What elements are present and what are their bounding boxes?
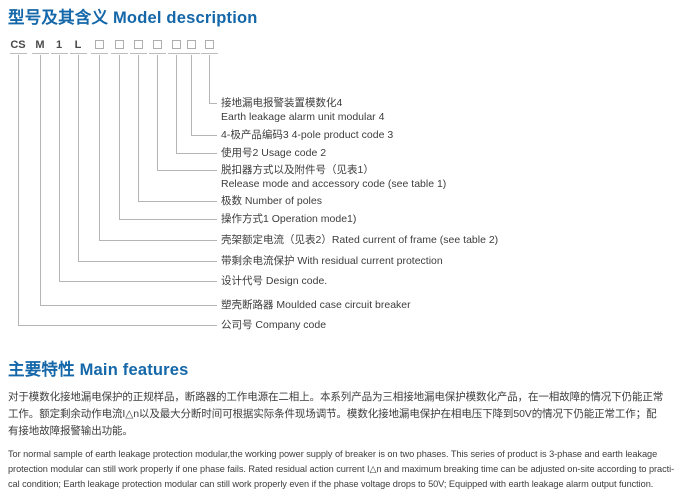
- segment-underline: [149, 53, 166, 54]
- connector-vline: [40, 55, 41, 305]
- paragraph-line: protection modular can still work proper…: [8, 464, 675, 474]
- model-code-box: [95, 40, 104, 49]
- paragraph-line: cal condition; Earth leakage protection …: [8, 479, 654, 489]
- connector-hline: [18, 325, 217, 326]
- connector-vline: [18, 55, 19, 325]
- connector-hline: [176, 153, 217, 154]
- model-label: 脱扣器方式以及附件号（见表1） Release mode and accessor…: [221, 163, 446, 191]
- model-label-line: 极数 Number of poles: [221, 195, 322, 207]
- model-code-segment: 1: [55, 39, 63, 51]
- model-label-line: 设计代号 Design code.: [221, 275, 328, 287]
- features-paragraph-en: Tor normal sample of earth leakage prote…: [8, 447, 698, 492]
- model-code-segment: CS: [10, 39, 26, 51]
- model-label-line: 壳架额定电流（见表2）Rated current of frame (see t…: [221, 234, 499, 246]
- segment-underline: [111, 53, 128, 54]
- connector-vline: [119, 55, 120, 219]
- model-label-line: 公司号 Company code: [221, 319, 327, 331]
- model-code-box: [134, 40, 143, 49]
- connector-vline: [99, 55, 100, 240]
- connector-vline: [78, 55, 79, 261]
- connector-hline: [209, 103, 217, 104]
- model-label-line: 使用号2 Usage code 2: [221, 147, 327, 159]
- connector-hline: [40, 305, 217, 306]
- section-title-main-features: 主要特性 Main features: [8, 361, 189, 379]
- connector-hline: [78, 261, 217, 262]
- model-label: 带剩余电流保护 With residual current protection: [221, 254, 443, 268]
- model-label: 公司号 Company code: [221, 318, 326, 332]
- segment-underline: [130, 53, 147, 54]
- section-title-model-description: 型号及其含义 Model description: [8, 9, 258, 27]
- model-label: 塑壳断路器 Moulded case circuit breaker: [221, 298, 411, 312]
- features-paragraph-zh: 对于模数化接地漏电保护的正规样品，断路器的工作电源在二相上。本系列产品为三相接地…: [8, 389, 698, 440]
- model-code-box: [172, 40, 181, 49]
- model-label: 使用号2 Usage code 2: [221, 146, 326, 160]
- model-label-line: 塑壳断路器 Moulded case circuit breaker: [221, 299, 411, 311]
- model-label: 4-极产品编码3 4-pole product code 3: [221, 128, 393, 142]
- connector-hline: [99, 240, 217, 241]
- connector-hline: [138, 201, 217, 202]
- connector-vline: [209, 55, 210, 103]
- model-label-line: Earth leakage alarm unit modular 4: [221, 111, 385, 123]
- connector-hline: [59, 281, 217, 282]
- model-code-box: [153, 40, 162, 49]
- model-label-line: 操作方式1 Operation mode1): [221, 213, 357, 225]
- connector-hline: [157, 170, 217, 171]
- segment-underline: [183, 53, 200, 54]
- segment-underline: [201, 53, 218, 54]
- segment-underline: [10, 53, 27, 54]
- model-code-segment: L: [74, 39, 82, 51]
- paragraph-line: Tor normal sample of earth leakage prote…: [8, 449, 658, 459]
- segment-underline: [70, 53, 87, 54]
- segment-underline: [91, 53, 108, 54]
- model-label-line: 带剩余电流保护 With residual current protection: [221, 255, 443, 267]
- model-label-line: 脱扣器方式以及附件号（见表1）: [221, 164, 374, 176]
- connector-hline: [119, 219, 217, 220]
- model-label-line: 4-极产品编码3 4-pole product code 3: [221, 129, 394, 141]
- connector-vline: [59, 55, 60, 281]
- connector-hline: [191, 135, 217, 136]
- paragraph-line: 工作。额定剩余动作电流I△n以及最大分断时间可根据实际条件现场调节。模数化接地漏…: [8, 408, 657, 420]
- model-label-line: 接地漏电报警装置模数化4: [221, 97, 343, 109]
- model-label-line: Release mode and accessory code (see tab…: [221, 178, 447, 190]
- model-code-box: [205, 40, 214, 49]
- segment-underline: [51, 53, 68, 54]
- connector-vline: [191, 55, 192, 135]
- model-code-box: [115, 40, 124, 49]
- connector-vline: [176, 55, 177, 153]
- connector-vline: [138, 55, 139, 201]
- paragraph-line: 对于模数化接地漏电保护的正规样品，断路器的工作电源在二相上。本系列产品为三相接地…: [8, 391, 664, 403]
- connector-vline: [157, 55, 158, 170]
- segment-underline: [168, 53, 185, 54]
- model-code-segment: M: [35, 39, 45, 51]
- segment-underline: [32, 53, 49, 54]
- paragraph-line: 有接地故障报警输出功能。: [8, 425, 133, 437]
- model-code-box: [187, 40, 196, 49]
- model-label: 操作方式1 Operation mode1): [221, 212, 356, 226]
- model-label: 极数 Number of poles: [221, 194, 322, 208]
- model-label: 设计代号 Design code.: [221, 274, 327, 288]
- model-label: 壳架额定电流（见表2）Rated current of frame (see t…: [221, 233, 498, 247]
